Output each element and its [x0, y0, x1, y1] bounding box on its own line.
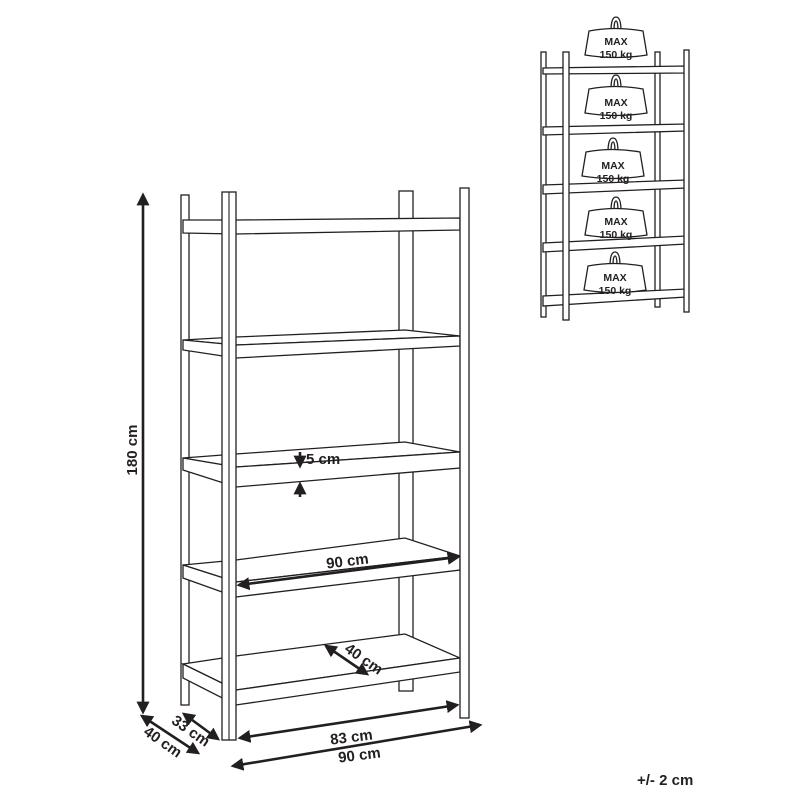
weight-2-max: MAX: [604, 97, 627, 109]
weight-icon-2: [584, 74, 648, 117]
shelf-depth-line: [323, 644, 370, 676]
load-capacity-inset: MAX 150 kg MAX 150 kg MAX 150 kg MAX 150…: [540, 16, 690, 321]
weight-icon-1: [584, 16, 648, 59]
outer-depth-line: [139, 714, 201, 755]
back-right-post: [398, 190, 414, 692]
weight-icon-5: [583, 251, 647, 294]
weight-1-max: MAX: [604, 36, 627, 48]
weight-icon-4: [584, 196, 648, 239]
weight-1-value: 150 kg: [600, 49, 633, 61]
inset-back-right-post: [654, 51, 661, 308]
inset-front-left-post: [562, 51, 570, 321]
back-left-post: [180, 194, 190, 706]
shelf-width-line: [236, 551, 461, 591]
weight-5-value: 150 kg: [599, 285, 632, 297]
weight-4-value: 150 kg: [600, 229, 633, 241]
inset-front-right-post: [683, 49, 690, 313]
weight-3-max: MAX: [601, 160, 624, 172]
height-label: 180 cm: [124, 425, 141, 476]
weight-4-max: MAX: [604, 216, 627, 228]
outer-width-line: [230, 720, 483, 771]
weight-2-value: 150 kg: [600, 110, 633, 122]
shelf-width-label: 90 cm: [325, 551, 369, 573]
outer-width-label: 90 cm: [337, 745, 381, 767]
weight-3-value: 150 kg: [597, 173, 630, 185]
weight-5-max: MAX: [603, 272, 626, 284]
thickness-label: 5 cm: [306, 451, 340, 468]
front-right-post: [459, 187, 470, 719]
tolerance-note: +/- 2 cm: [637, 772, 693, 789]
weight-icon-3: [581, 137, 645, 180]
